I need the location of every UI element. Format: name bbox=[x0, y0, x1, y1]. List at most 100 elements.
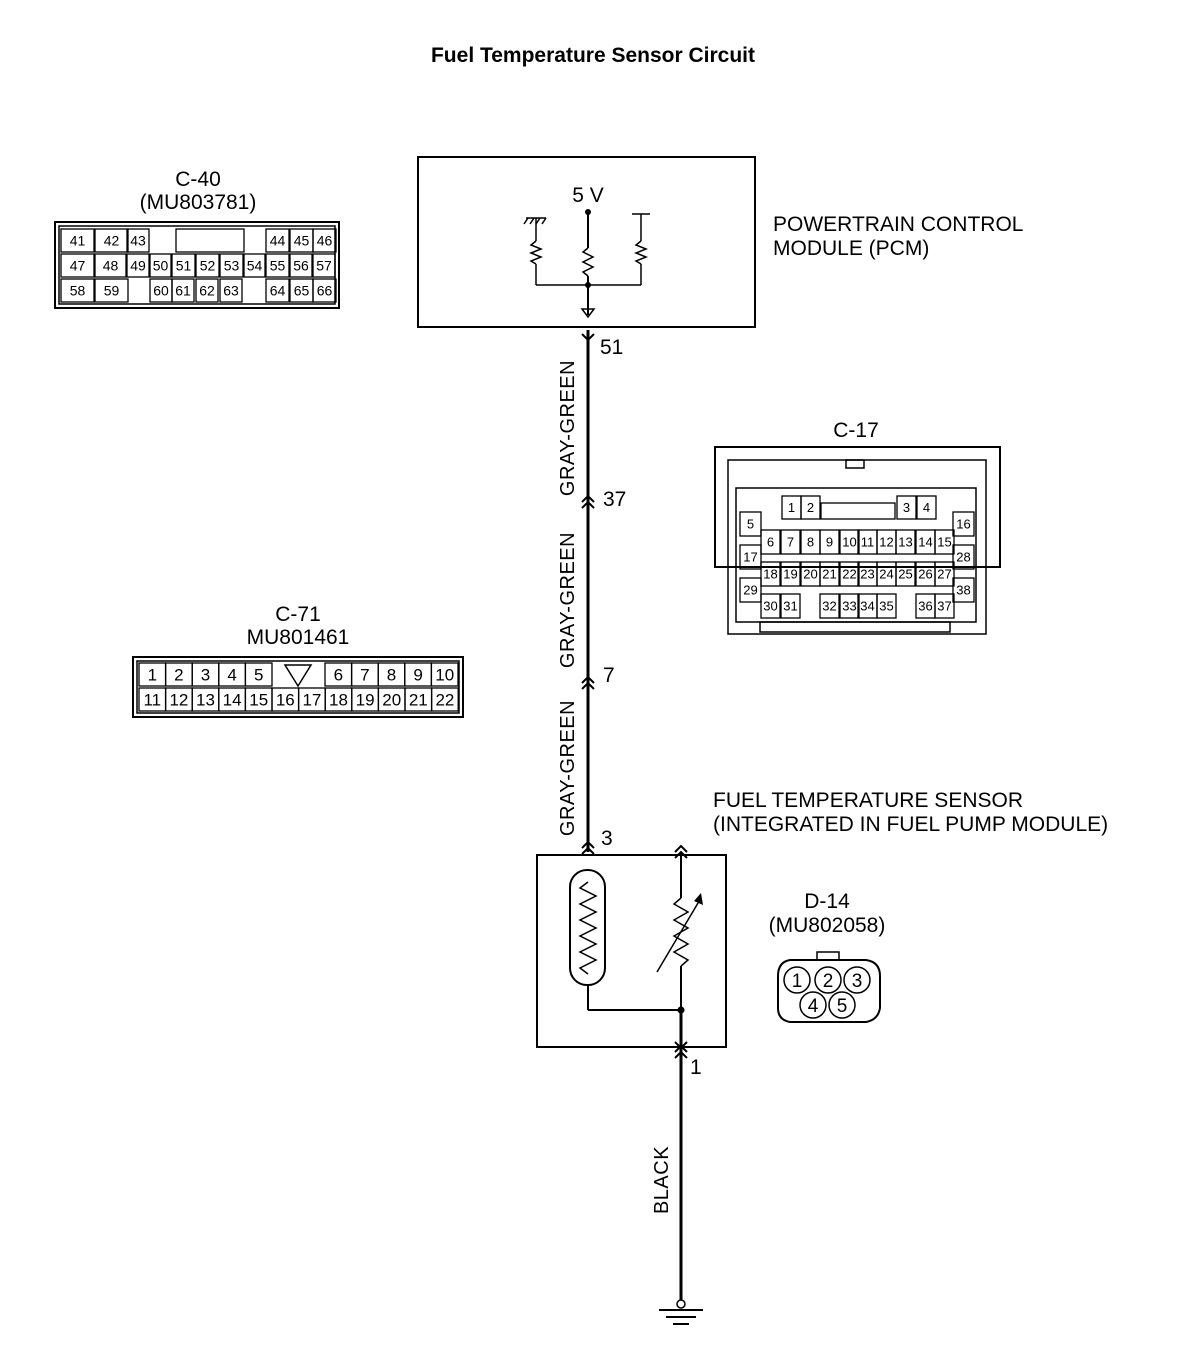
c40-pin-47-cell bbox=[60, 253, 95, 278]
thermistor-icon bbox=[569, 869, 606, 986]
c40-pin-61-cell bbox=[171, 278, 195, 303]
c17-pin-24: 24 bbox=[879, 567, 893, 582]
c71-pin-22-cell bbox=[430, 687, 459, 712]
ground-wire bbox=[659, 1010, 703, 1325]
c40-pin-49-cell bbox=[126, 253, 150, 278]
c17-pin-9-cell bbox=[819, 529, 840, 555]
c71-pin-2: 2 bbox=[174, 666, 183, 685]
d14-pin-3: 3 bbox=[852, 971, 863, 992]
pcm-label-line1: POWERTRAIN CONTROL bbox=[773, 213, 1023, 236]
c17-pin-37: 37 bbox=[937, 599, 951, 614]
c40-pin-48: 48 bbox=[103, 258, 119, 274]
c17-pin-11: 11 bbox=[861, 535, 875, 550]
terminal-37: 37 bbox=[603, 488, 626, 511]
c17-pin-7: 7 bbox=[787, 535, 794, 550]
c17-pin-21-cell bbox=[819, 561, 840, 587]
c71-pin-22: 22 bbox=[435, 691, 454, 710]
c40-pin-50-cell bbox=[149, 253, 172, 278]
c17-pin-38-cell bbox=[952, 577, 975, 603]
c71-pin-8: 8 bbox=[387, 666, 396, 685]
c40-pin-49: 49 bbox=[130, 258, 146, 274]
c71-key-icon bbox=[283, 664, 313, 688]
c40-pin-44: 44 bbox=[270, 233, 286, 249]
c17-pin-10: 10 bbox=[842, 535, 856, 550]
c17-pin-22: 22 bbox=[842, 567, 856, 582]
variable-resistor-icon bbox=[656, 852, 703, 1010]
c17-pin-32: 32 bbox=[822, 599, 836, 614]
c17-pin-2-cell bbox=[800, 495, 821, 520]
c17-pin-6-cell bbox=[760, 529, 781, 555]
d14-pin-5: 5 bbox=[837, 996, 848, 1017]
c17-pin-19-cell bbox=[780, 561, 801, 587]
c17-pin-30: 30 bbox=[763, 599, 777, 614]
c40-pin-64-cell bbox=[265, 278, 290, 303]
terminal-7: 7 bbox=[603, 664, 615, 687]
c40-pin-61: 61 bbox=[175, 283, 191, 299]
c17-pin-1: 1 bbox=[788, 500, 795, 515]
c40-pin-44-cell bbox=[265, 228, 290, 253]
c17-pin-12: 12 bbox=[879, 535, 893, 550]
c40-pin-60: 60 bbox=[153, 283, 169, 299]
pcm-pullup-resistor-icon bbox=[581, 247, 595, 277]
c71-pin-10-cell bbox=[430, 662, 459, 687]
c17-pin-17-cell bbox=[739, 544, 762, 570]
wire-color-3: GRAY-GREEN bbox=[557, 700, 579, 836]
c17-pin-27-cell bbox=[934, 561, 955, 587]
c40-key-slot bbox=[175, 228, 245, 253]
c40-name: C-40 bbox=[175, 168, 221, 191]
c40-pin-56-cell bbox=[289, 253, 313, 278]
c40-pin-45: 45 bbox=[294, 233, 310, 249]
c17-pin-16-cell bbox=[952, 511, 975, 537]
c17-pin-21: 21 bbox=[822, 567, 836, 582]
c17-top-slot bbox=[820, 502, 896, 520]
connector-mark-sensor-top bbox=[674, 844, 688, 859]
d14-part-number: (MU802058) bbox=[769, 914, 886, 937]
c71-pin-17: 17 bbox=[302, 691, 321, 710]
c40-pin-57-cell bbox=[312, 253, 336, 278]
c17-pin-2: 2 bbox=[807, 500, 814, 515]
c71-pin-5-cell bbox=[244, 662, 273, 687]
c17-pin-8: 8 bbox=[807, 535, 814, 550]
c17-pin-33-cell bbox=[839, 593, 860, 619]
c71-pin-14: 14 bbox=[223, 691, 242, 710]
c17-pin-7-cell bbox=[780, 529, 801, 555]
c17-pin-3: 3 bbox=[903, 500, 910, 515]
c17-pin-19: 19 bbox=[783, 567, 797, 582]
c17-pin-17: 17 bbox=[743, 550, 757, 565]
c40-pin-43-cell bbox=[126, 228, 150, 253]
c40-pin-47: 47 bbox=[70, 258, 86, 274]
c40-pin-48-cell bbox=[94, 253, 127, 278]
c71-pin-10: 10 bbox=[435, 666, 454, 685]
c40-pin-59: 59 bbox=[104, 283, 120, 299]
c40-pin-43: 43 bbox=[130, 233, 146, 249]
c17-pin-28-cell bbox=[952, 544, 975, 570]
c17-pin-29-cell bbox=[739, 577, 762, 603]
d14-name: D-14 bbox=[804, 890, 850, 913]
c71-pin-21: 21 bbox=[409, 691, 428, 710]
c17-pin-20: 20 bbox=[803, 567, 817, 582]
c40-pin-46: 46 bbox=[317, 233, 333, 249]
c40-pin-42: 42 bbox=[104, 233, 120, 249]
c17-pin-13: 13 bbox=[898, 535, 912, 550]
c17-pin-4: 4 bbox=[923, 500, 930, 515]
c40-pin-62: 62 bbox=[199, 283, 215, 299]
c40-pin-42-cell bbox=[94, 228, 129, 253]
c40-pin-66: 66 bbox=[317, 283, 333, 299]
c17-pin-25: 25 bbox=[898, 567, 912, 582]
c71-pin-11: 11 bbox=[143, 691, 161, 710]
c71-pin-6: 6 bbox=[334, 666, 343, 685]
c40-pin-50: 50 bbox=[153, 258, 169, 274]
c17-pin-15-cell bbox=[934, 529, 955, 555]
c40-pin-62-cell bbox=[195, 278, 219, 303]
c40-pin-57: 57 bbox=[316, 258, 332, 274]
c40-pin-54-cell bbox=[243, 253, 266, 278]
c17-pin-22-cell bbox=[839, 561, 860, 587]
c17-pin-33: 33 bbox=[842, 599, 856, 614]
c71-pin-20: 20 bbox=[382, 691, 401, 710]
c40-part-number: (MU803781) bbox=[140, 191, 257, 214]
c71-pin-9: 9 bbox=[413, 666, 422, 685]
c40-pin-52-cell bbox=[195, 253, 220, 278]
c71-pin-15: 15 bbox=[249, 691, 268, 710]
terminal-1: 1 bbox=[690, 1056, 702, 1079]
